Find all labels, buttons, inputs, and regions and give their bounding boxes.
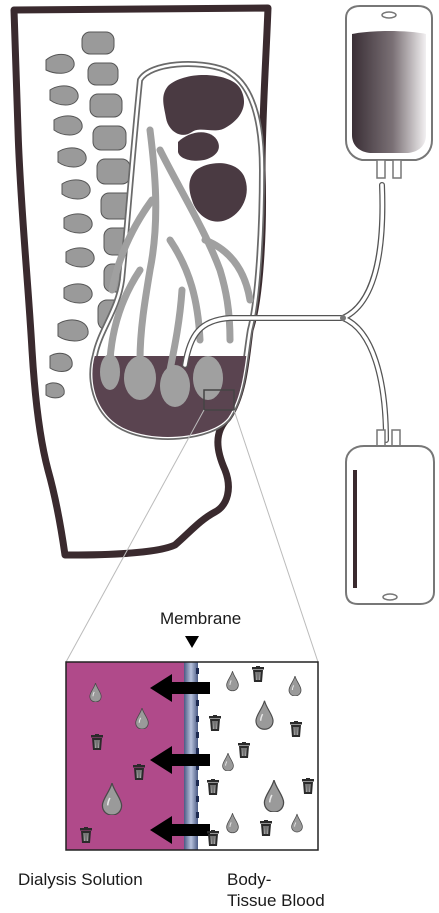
fresh-solution-bag [346, 6, 432, 178]
drain-bag [346, 430, 434, 604]
membrane-detail-inset [66, 636, 318, 850]
torso-illustration [14, 8, 280, 555]
body-tissue-label-line2: Tissue Blood [227, 890, 325, 911]
membrane-label: Membrane [160, 608, 241, 629]
dialysis-solution-label: Dialysis Solution [18, 869, 143, 890]
triangle-down-icon [185, 636, 199, 648]
body-tissue-label-line1: Body- [227, 869, 271, 890]
